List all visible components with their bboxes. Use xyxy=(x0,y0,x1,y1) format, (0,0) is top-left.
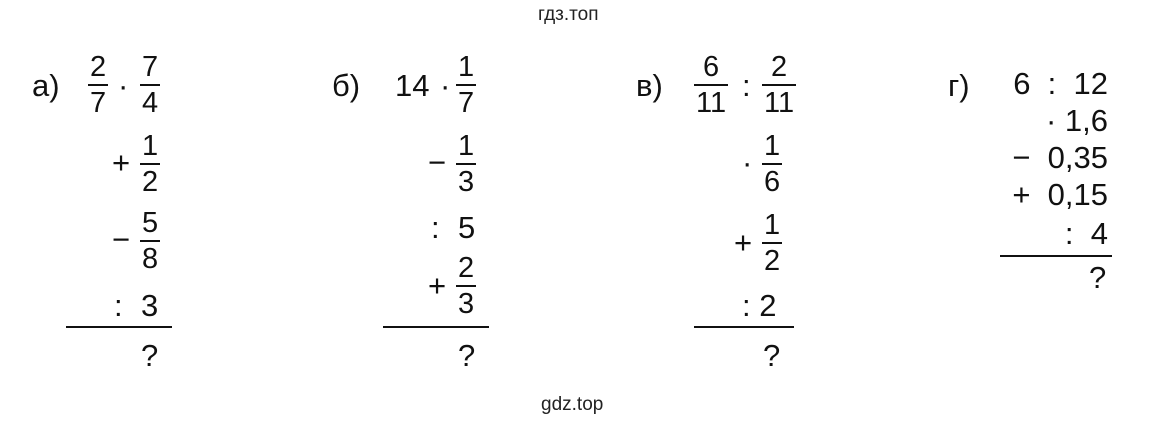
numerator: 1 xyxy=(764,130,781,162)
fraction-1-7: 1 7 xyxy=(456,51,477,119)
multiply-sign: · xyxy=(742,145,753,180)
line-div-4: : 4 xyxy=(1064,216,1108,251)
line-mul-1-6: · 1,6 xyxy=(1045,103,1108,138)
result-line xyxy=(694,326,794,328)
denominator: 11 xyxy=(696,87,727,119)
multiply-sign: · xyxy=(118,68,129,103)
result-line xyxy=(1000,255,1112,257)
numerator: 1 xyxy=(764,209,781,241)
fraction-bar xyxy=(140,163,161,165)
denominator: 7 xyxy=(458,87,475,119)
denominator: 3 xyxy=(458,288,475,320)
denominator: 7 xyxy=(90,87,107,119)
watermark-bottom: gdz.top xyxy=(541,394,604,415)
numerator: 7 xyxy=(142,51,159,83)
denominator: 2 xyxy=(142,166,159,198)
denominator: 4 xyxy=(142,87,159,119)
denominator: 2 xyxy=(764,245,781,277)
fraction-bar xyxy=(762,242,783,244)
divide-sign: : xyxy=(742,68,751,103)
line-plus-0-15: + 0,15 xyxy=(1012,177,1108,212)
fraction-bar xyxy=(762,84,797,86)
fraction-1-3: 1 3 xyxy=(456,130,477,198)
result-question: ? xyxy=(141,338,159,373)
fraction-2-3: 2 3 xyxy=(456,252,477,320)
denominator: 3 xyxy=(458,166,475,198)
plus-sign: + xyxy=(112,145,131,180)
denominator: 11 xyxy=(764,87,795,119)
line-minus-0-35: − 0,35 xyxy=(1012,140,1108,175)
number-5: 5 xyxy=(458,210,476,245)
numerator: 5 xyxy=(142,207,159,239)
denominator: 6 xyxy=(764,166,781,198)
divide-by-2: : 2 xyxy=(742,288,777,323)
fraction-7-4: 7 4 xyxy=(140,51,161,119)
numerator: 2 xyxy=(458,252,475,284)
numerator: 1 xyxy=(458,51,475,83)
divide-sign: : xyxy=(431,210,440,245)
problem-a-label: а) xyxy=(32,68,60,103)
fraction-bar xyxy=(88,84,109,86)
plus-sign: + xyxy=(428,268,447,303)
result-question: ? xyxy=(458,338,476,373)
numerator: 2 xyxy=(770,51,788,83)
multiply-sign: · xyxy=(440,68,451,103)
fraction-2-7: 2 7 xyxy=(88,51,109,119)
fraction-1-2: 1 2 xyxy=(762,209,783,277)
fraction-bar xyxy=(456,163,477,165)
watermark-top: гдз.топ xyxy=(538,4,599,25)
line-6-div-12: 6 : 12 xyxy=(1013,66,1108,101)
fraction-bar xyxy=(694,84,729,86)
numerator: 2 xyxy=(90,51,107,83)
fraction-1-2: 1 2 xyxy=(140,130,161,198)
minus-sign: − xyxy=(428,145,447,180)
result-question: ? xyxy=(763,338,781,373)
fraction-1-6: 1 6 xyxy=(762,130,783,198)
fraction-bar xyxy=(762,163,783,165)
denominator: 8 xyxy=(142,243,159,275)
result-line xyxy=(66,326,172,328)
fraction-2-11: 2 11 xyxy=(762,51,797,119)
fraction-5-8: 5 8 xyxy=(140,207,161,275)
numerator: 1 xyxy=(458,130,475,162)
fraction-bar xyxy=(456,84,477,86)
fraction-6-11: 6 11 xyxy=(694,51,729,119)
plus-sign: + xyxy=(734,225,753,260)
problem-b-label: б) xyxy=(332,68,361,103)
problem-v-label: в) xyxy=(636,68,663,103)
numerator: 1 xyxy=(142,130,159,162)
number-14: 14 xyxy=(395,68,430,103)
fraction-bar xyxy=(140,84,161,86)
fraction-bar xyxy=(140,240,161,242)
result-question: ? xyxy=(1089,260,1107,295)
result-line xyxy=(383,326,489,328)
number-3: 3 xyxy=(141,288,159,323)
fraction-bar xyxy=(456,285,477,287)
numerator: 6 xyxy=(702,51,720,83)
divide-sign: : xyxy=(114,288,123,323)
problem-g-label: г) xyxy=(948,68,970,103)
minus-sign: − xyxy=(112,222,131,257)
